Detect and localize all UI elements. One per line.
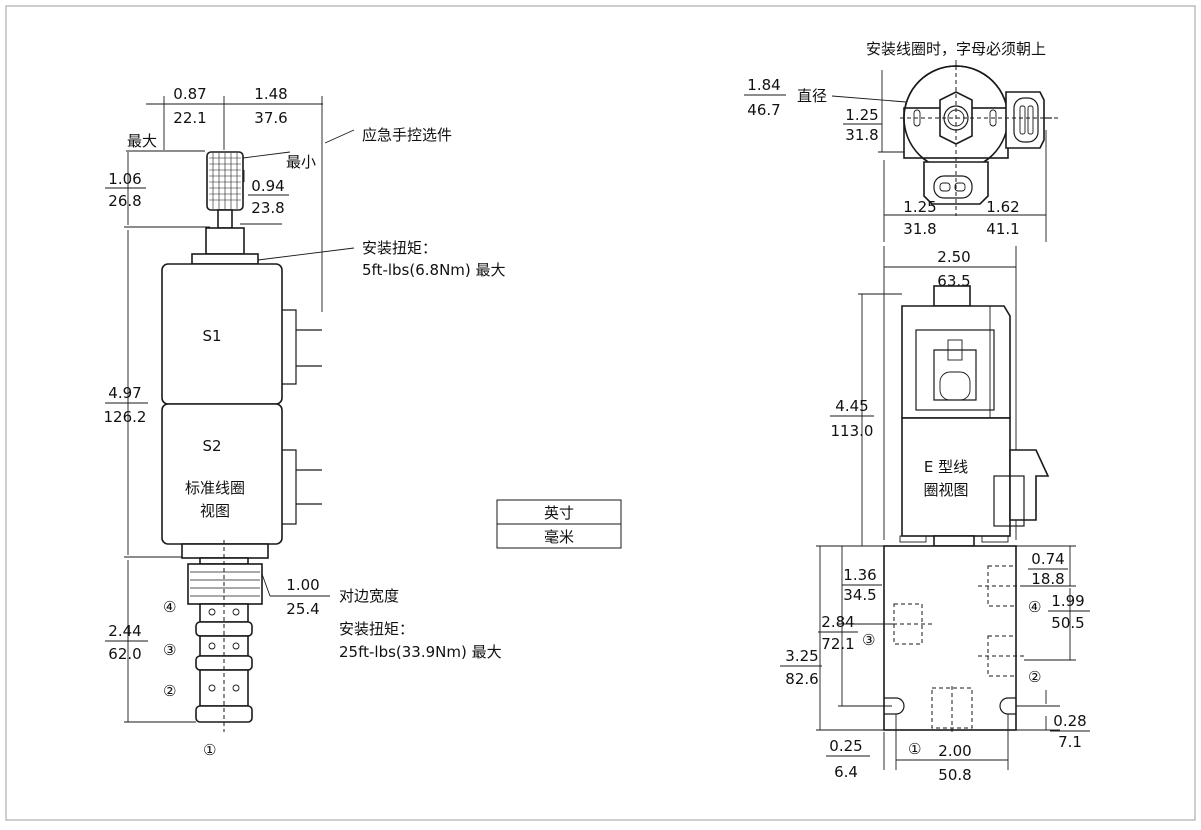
dim-200-inch: 2.00 bbox=[938, 742, 971, 760]
dim-148-inch: 1.48 bbox=[254, 85, 287, 103]
dim-136-mm: 34.5 bbox=[843, 586, 876, 604]
dim-087-inch: 0.87 bbox=[173, 85, 206, 103]
dim-325-mm: 82.6 bbox=[785, 670, 818, 688]
dim-199-mm: 50.5 bbox=[1051, 614, 1084, 632]
dim-025-inch: 0.25 bbox=[829, 737, 862, 755]
dim-136-inch: 1.36 bbox=[843, 566, 876, 584]
std-coil-line2: 视图 bbox=[200, 502, 230, 520]
dim-100-inch: 1.00 bbox=[286, 576, 319, 594]
mounting-nut bbox=[191, 253, 259, 265]
dim-284-inch: 2.84 bbox=[821, 613, 854, 631]
dim-284-mm: 72.1 bbox=[821, 635, 854, 653]
dim-100-mm: 25.4 bbox=[286, 600, 319, 618]
dim-087-mm: 22.1 bbox=[173, 109, 206, 127]
port-1-right: ① bbox=[908, 740, 921, 758]
dim-497-inch: 4.97 bbox=[108, 384, 141, 402]
dim-125-mm: 31.8 bbox=[845, 126, 878, 144]
coil-s1 bbox=[161, 263, 283, 405]
min-label: 最小 bbox=[286, 153, 316, 171]
dim-106-inch: 1.06 bbox=[108, 170, 141, 188]
coil-s2-label: S2 bbox=[202, 437, 221, 455]
dim-106-mm: 26.8 bbox=[108, 192, 141, 210]
dim-497-mm: 126.2 bbox=[104, 408, 147, 426]
dim-094-mm: 23.8 bbox=[251, 199, 284, 217]
diameter-label: 直径 bbox=[797, 87, 827, 105]
dim-250-inch: 2.50 bbox=[937, 248, 970, 266]
dim-244-mm: 62.0 bbox=[108, 645, 141, 663]
dim-028-inch: 0.28 bbox=[1053, 712, 1086, 730]
port-2-right: ② bbox=[1028, 668, 1041, 686]
port-4-right: ④ bbox=[1028, 598, 1041, 616]
left-view: 0.87 22.1 1.48 37.6 最大 最小 应急手控选件 1.06 26… bbox=[104, 85, 506, 759]
hex-label: 对边宽度 bbox=[339, 587, 399, 605]
dim-125b-mm: 31.8 bbox=[903, 220, 936, 238]
dim-028-mm: 7.1 bbox=[1058, 733, 1082, 751]
dim-199-inch: 1.99 bbox=[1051, 592, 1084, 610]
dim-094-inch: 0.94 bbox=[251, 177, 284, 195]
port-4-left: ④ bbox=[163, 598, 176, 616]
block-body bbox=[883, 545, 1017, 731]
dim-125b-inch: 1.25 bbox=[903, 198, 936, 216]
dim-184-mm: 46.7 bbox=[747, 101, 780, 119]
units-legend: 英寸 毫米 bbox=[496, 499, 622, 549]
manifold-block: ③ ④ ② ① 1.36 34.5 2.84 72.1 3.25 82.6 0.… bbox=[780, 545, 1090, 784]
dim-445-mm: 113.0 bbox=[831, 422, 874, 440]
dim-162-mm: 41.1 bbox=[986, 220, 1019, 238]
dim-244-inch: 2.44 bbox=[108, 622, 141, 640]
dim-325-inch: 3.25 bbox=[785, 647, 818, 665]
dim-200-mm: 50.8 bbox=[938, 766, 971, 784]
port-3-right: ③ bbox=[862, 631, 875, 649]
port-2-left: ② bbox=[163, 682, 176, 700]
dim-074-inch: 0.74 bbox=[1031, 550, 1064, 568]
std-coil-line1: 标准线圈 bbox=[185, 479, 245, 497]
torque-nut-line1: 安装扭矩： bbox=[362, 239, 437, 257]
top-view-title: 安装线圈时，字母必须朝上 bbox=[866, 40, 1046, 58]
dim-074-mm: 18.8 bbox=[1031, 570, 1064, 588]
dim-445-inch: 4.45 bbox=[835, 397, 868, 415]
dim-162-inch: 1.62 bbox=[986, 198, 1019, 216]
right-top-view: 安装线圈时，字母必须朝上 1.84 46.7 直径 1.25 31.8 bbox=[744, 40, 1058, 242]
dim-148-mm: 37.6 bbox=[254, 109, 287, 127]
coil-s2 bbox=[161, 403, 283, 545]
right-side-view: 2.50 63.5 E 型线 圈视图 4.45 113.0 bbox=[830, 246, 1050, 547]
dim-184-inch: 1.84 bbox=[747, 76, 780, 94]
torque-nut-line2: 5ft-lbs(6.8Nm) 最大 bbox=[362, 261, 506, 279]
max-label: 最大 bbox=[127, 132, 157, 150]
coil-s1-label: S1 bbox=[202, 327, 221, 345]
legend-mm: 毫米 bbox=[544, 528, 574, 546]
cartridge-hex bbox=[187, 563, 263, 605]
outer-border bbox=[5, 5, 1196, 821]
port-1-left: ① bbox=[203, 741, 216, 759]
e-coil-line1: E 型线 bbox=[924, 458, 968, 476]
torque-cart-line2: 25ft-lbs(33.9Nm) 最大 bbox=[339, 643, 502, 661]
override-label: 应急手控选件 bbox=[362, 126, 452, 144]
port-3-left: ③ bbox=[163, 641, 176, 659]
dim-125-inch: 1.25 bbox=[845, 106, 878, 124]
legend-inch: 英寸 bbox=[544, 504, 574, 522]
e-coil-line2: 圈视图 bbox=[923, 481, 968, 499]
torque-cart-line1: 安装扭矩： bbox=[339, 620, 414, 638]
dim-025-mm: 6.4 bbox=[834, 763, 858, 781]
